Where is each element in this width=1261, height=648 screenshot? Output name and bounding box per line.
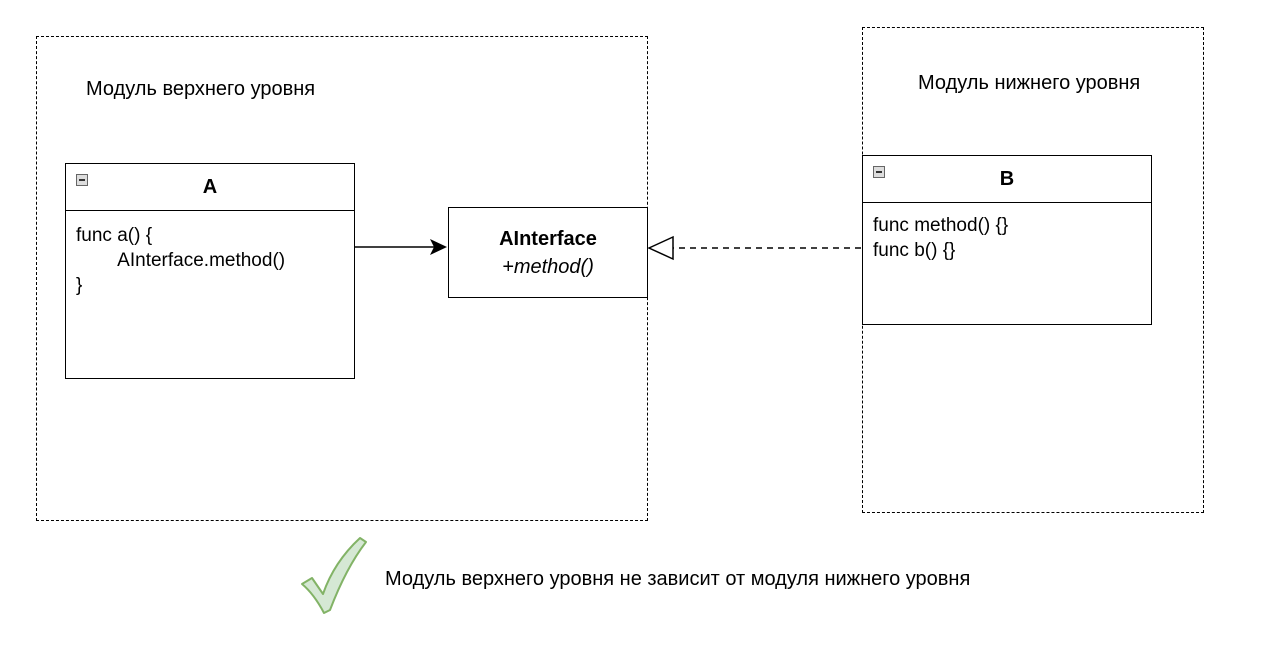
interface-name: AInterface <box>499 227 597 250</box>
interface-box[interactable]: AInterface +method() <box>448 207 648 298</box>
interface-method: +method() <box>502 255 594 278</box>
class-b-header: B <box>863 156 1151 203</box>
realization-arrow <box>647 235 861 261</box>
check-mark-icon <box>301 537 367 614</box>
class-b[interactable]: B func method() {} func b() {} <box>862 155 1152 325</box>
low-level-module-title: Модуль нижнего уровня <box>918 72 1141 94</box>
class-a-name: A <box>202 175 218 198</box>
collapse-icon[interactable] <box>873 166 885 178</box>
class-a-header: A <box>66 164 354 211</box>
hollow-triangle-icon <box>647 235 674 261</box>
collapse-icon[interactable] <box>76 174 88 186</box>
class-a[interactable]: A func a() { AInterface.method() } <box>65 163 355 379</box>
high-level-module-title: Модуль верхнего уровня <box>86 78 316 100</box>
conclusion-caption: Модуль верхнего уровня не зависит от мод… <box>385 568 971 590</box>
dependency-arrow <box>355 239 447 255</box>
arrowhead-icon <box>430 239 447 255</box>
class-a-body: func a() { AInterface.method() } <box>76 225 286 296</box>
class-b-name: B <box>999 167 1015 190</box>
class-b-body: func method() {} func b() {} <box>873 215 1009 261</box>
